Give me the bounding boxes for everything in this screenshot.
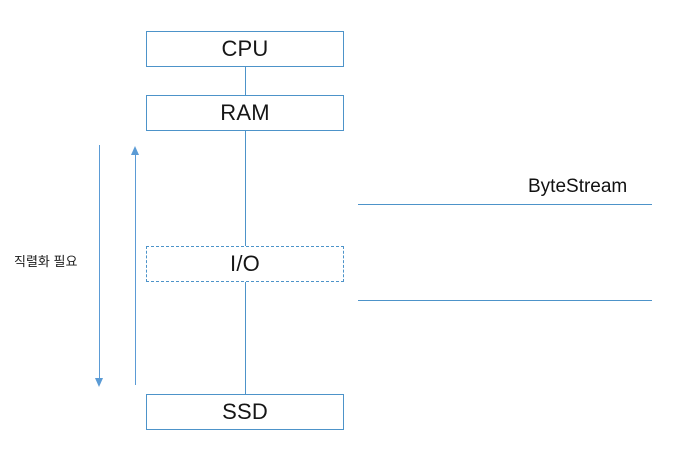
down-arrow-head — [95, 378, 103, 387]
node-ram-label: RAM — [220, 100, 270, 125]
node-io-label: I/O — [230, 251, 260, 276]
serialization-note: 직렬화 필요 — [14, 254, 78, 269]
node-ram[interactable]: RAM — [146, 95, 344, 131]
up-arrow-shaft — [135, 154, 136, 385]
node-ssd[interactable]: SSD — [146, 394, 344, 430]
node-cpu[interactable]: CPU — [146, 31, 344, 67]
bytestream-upper-line — [358, 204, 652, 205]
node-cpu-label: CPU — [221, 36, 269, 61]
down-arrow-shaft — [99, 145, 100, 380]
bytestream-lower-line — [358, 300, 652, 301]
up-arrow-head — [131, 146, 139, 155]
node-ssd-label: SSD — [222, 399, 268, 424]
bytestream-label: ByteStream — [528, 176, 628, 197]
connector-ram-io — [245, 130, 246, 247]
node-io[interactable]: I/O — [146, 246, 344, 282]
connector-cpu-ram — [245, 66, 246, 96]
connector-io-ssd — [245, 281, 246, 394]
